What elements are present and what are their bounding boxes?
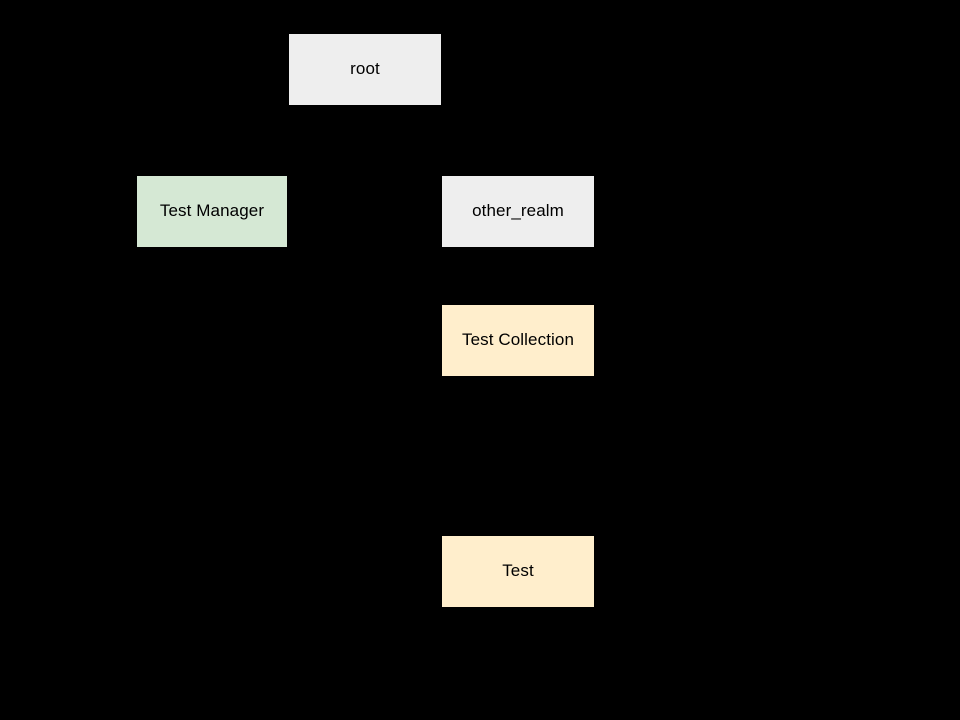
node-other-realm[interactable]: other_realm <box>442 176 594 247</box>
node-test-manager[interactable]: Test Manager <box>137 176 287 247</box>
node-root-label: root <box>350 59 380 79</box>
edge-root-to-test-manager-horizontal <box>212 140 365 141</box>
node-test[interactable]: Test <box>442 536 594 607</box>
edge-root-to-other-realm-horizontal <box>365 140 518 141</box>
node-other-realm-label: other_realm <box>472 201 564 221</box>
node-root[interactable]: root <box>289 34 441 105</box>
node-test-collection[interactable]: Test Collection <box>442 305 594 376</box>
node-test-collection-label: Test Collection <box>461 330 575 350</box>
node-test-manager-label: Test Manager <box>159 201 265 221</box>
edge-root-to-other-realm <box>518 140 519 176</box>
node-test-label: Test <box>502 561 534 581</box>
edge-test-collection-to-test <box>518 376 519 536</box>
edge-other-realm-to-test-collection <box>518 247 519 305</box>
edge-root-stub <box>365 105 366 141</box>
